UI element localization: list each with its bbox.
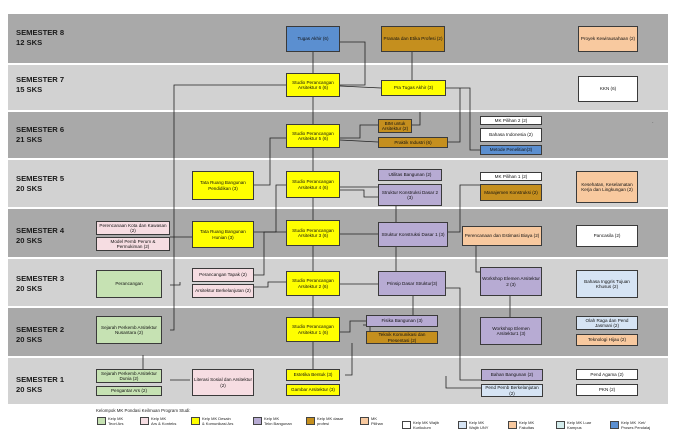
semester-label-5: SEMESTER 5 20 SKS	[16, 174, 65, 193]
legend-item-mk-pilihan: MK Pilihan	[360, 416, 384, 426]
course-bahasa-indonesia: Bahasa Indonesia (2)	[480, 128, 542, 142]
course-metode-penelitian: Metode Penelitian(3)	[480, 145, 542, 155]
course-tata-ruang-hunian: Tata Ruang Bangunan Hunian (3)	[192, 221, 254, 248]
legend-title: Kelompok MK Pondasi Keilmuan Program Stu…	[96, 408, 191, 413]
course-tata-ruang-pendidikan: Tata Ruang Bangunan Pendidikan (3)	[192, 171, 254, 200]
semester-label-2: SEMESTER 2 20 SKS	[16, 325, 65, 344]
course-bahan-bangunan: Bahan Bangunan (2)	[481, 369, 543, 381]
course-pancasila: Pancasila (2)	[576, 225, 638, 247]
legend-swatch	[97, 417, 106, 425]
course-bim-arsitektur: BIM untuk Arsitektur (2)	[378, 119, 412, 133]
legend-item-tekn-bangunan: Kelp MK Tekn Bangunan	[253, 416, 292, 426]
legend-swatch	[508, 421, 517, 429]
course-mk-pilihan-2: MK Pilihan 2 (2)	[480, 116, 542, 125]
course-pend-agama: Pend Agama (2)	[576, 369, 638, 380]
legend-item-proses-pendalaman: Kelp MK Ket/ Proses Pendalaj	[610, 420, 651, 430]
course-tugas-akhir: Tugas Akhir (6)	[286, 26, 340, 52]
course-pranata-etika-profesi: Pranata dan Etika Profesi (2)	[381, 26, 445, 52]
legend-item-ars-konteks: Kelp MK Ars & Konteks	[140, 416, 177, 426]
course-model-pemb-perum: Model Pemb Perum & Permukiman (2)	[96, 237, 170, 251]
legend-item-wajib-kurikulum: Kelp MK Wajib Kurikulum	[402, 420, 440, 430]
course-perancangan: Perancangan	[96, 270, 162, 298]
course-struktur-konstruksi-1: Struktur Konstruksi Dasar 1 (3)	[378, 222, 448, 247]
legend-label: Kelp MK Teori Ars	[108, 416, 124, 426]
legend-label: MK Pilihan	[371, 416, 384, 426]
course-studio-perancangan-2: Studio Perancangan Arsitektur 2 (6)	[286, 271, 340, 296]
course-arsitektur-berkelanjutan: Arsitektur Berkelanjutan (2)	[192, 284, 254, 298]
legend-label: Kelp MK Wajib UNY	[469, 420, 489, 430]
legend-item-luar-kampus: Kelp MK Luar Kampus	[556, 420, 592, 430]
course-gambar-arsitektur: Gambar Arsitektur (3)	[286, 384, 340, 396]
course-teknologi-hijau: Teknologi Hijau (2)	[576, 334, 638, 346]
course-estimasi-biaya: Perencanaan dan Estimasi Biaya (2)	[462, 226, 542, 246]
course-k3-lingkungan: Kesehatan, Keselamatan Kerja dan Lingkun…	[576, 171, 638, 203]
semester-label-1: SEMESTER 1 20 SKS	[16, 375, 65, 394]
course-studio-perancangan-3: Studio Perancangan Arsitektur 3 (6)	[286, 220, 340, 246]
course-pend-pemb-berkelanjutan: Pend Pemb Berkelanjutan (2)	[481, 384, 543, 397]
course-teknik-komunikasi: Teknik Komunikasi dan Presentasi (2)	[366, 331, 438, 344]
course-estetika-bentuk: Estetika Bentuk (3)	[286, 369, 340, 381]
course-literasi-sosial: Literasi Sosial dan Arsitektur (2)	[192, 369, 254, 396]
semester-label-4: SEMESTER 4 20 SKS	[16, 226, 65, 245]
course-kkn: KKN (6)	[578, 76, 638, 102]
legend-label: Kelp MK Luar Kampus	[567, 420, 592, 430]
course-pra-tugas-akhir: Pra Tugas Akhir (3)	[381, 80, 446, 96]
legend-swatch	[610, 421, 619, 429]
legend-panel	[92, 406, 668, 442]
course-pengantar-arsitektur: Pengantar Ars (2)	[96, 386, 162, 396]
legend-label: Kelp MK Tekn Bangunan	[264, 416, 292, 426]
course-studio-perancangan-5: Studio Perancangan Arsitektur 5 (6)	[286, 124, 340, 148]
semester-label-6: SEMESTER 6 21 SKS	[16, 125, 65, 144]
legend-swatch	[556, 421, 565, 429]
course-sejarah-arsitektur-nusantara: Sejarah Perkemb Arsitektur Nusantara (2)	[96, 316, 162, 344]
semester-label-7: SEMESTER 7 15 SKS	[16, 75, 65, 94]
legend-swatch	[140, 417, 149, 425]
legend-label: Kelp MK Fakultas	[519, 420, 535, 430]
course-mk-pilihan-1: MK Pilihan 1 (2)	[480, 172, 542, 181]
course-studio-perancangan-4: Studio Perancangan Arsitektur 4 (6)	[286, 171, 340, 198]
course-proyek-kewirausahaan: Proyek Kewirausahaan (2)	[578, 26, 638, 52]
course-pkn: PKN (2)	[576, 384, 638, 396]
course-bahasa-inggris: Bahasa Inggris Tujuan Khusus (2)	[576, 270, 638, 298]
legend-item-teori-ars: Kelp MK Teori Ars	[97, 416, 124, 426]
course-studio-perancangan-1: Studio Perancangan Arsitektur 1 (6)	[286, 317, 340, 342]
legend-swatch	[458, 421, 467, 429]
legend-item-wajib-uny: Kelp MK Wajib UNY	[458, 420, 489, 430]
course-workshop-elemen-2: Workshop Elemen Arsitektur 2 (3)	[480, 267, 542, 296]
course-olahraga-jasmani: Olah Raga dan Pend Jasmani (2)	[576, 316, 638, 330]
course-workshop-elemen-1: Workshop Elemen Arsitektur1 (3)	[480, 317, 542, 345]
legend-swatch	[253, 417, 262, 425]
course-manajemen-konstruksi: Manajemen Konstruksi (2)	[480, 184, 542, 201]
course-perancangan-tapak: Perancangan Tapak (2)	[192, 268, 254, 282]
course-studio-perancangan-6: Studio Perancangan Arsitektur 6 (6)	[286, 73, 340, 97]
course-utilitas-bangunan: Utilitas Bangunan (2)	[378, 169, 442, 181]
course-prinsip-dasar-struktur: Prinsip Dasar Struktur(3)	[378, 271, 446, 296]
legend-item-fakultas: Kelp MK Fakultas	[508, 420, 535, 430]
legend-label: Kelp MK dasar profesi	[317, 416, 344, 426]
legend-label: Kelp MK Ket/ Proses Pendalaj	[621, 420, 651, 430]
legend-label: Kelp MK Desain & Komunikasi Ars	[202, 416, 234, 426]
course-perencanaan-kota: Perencanaan Kota dan Kawasan (2)	[96, 221, 170, 235]
legend-swatch	[402, 421, 411, 429]
course-fisika-bangunan: Fisika Bangunan (3)	[366, 315, 438, 327]
legend-item-dasar-profesi: Kelp MK dasar profesi	[306, 416, 344, 426]
course-struktur-konstruksi-2: Struktur Konstruksi Dasar 2 (3)	[378, 184, 442, 206]
course-sejarah-arsitektur-dunia: Sejarah Perkemb Arsitektur Dunia (2)	[96, 369, 162, 383]
legend-label: Kelp MK Ars & Konteks	[151, 416, 177, 426]
legend-label: Kelp MK Wajib Kurikulum	[413, 420, 440, 430]
legend-item-desain-komunikasi: Kelp MK Desain & Komunikasi Ars	[191, 416, 234, 426]
semester-label-3: SEMESTER 3 20 SKS	[16, 274, 65, 293]
legend-swatch	[306, 417, 315, 425]
legend-swatch	[360, 417, 369, 425]
semester-label-8: SEMESTER 8 12 SKS	[16, 28, 65, 47]
legend-swatch	[191, 417, 200, 425]
stray-mark: ·	[652, 120, 654, 126]
course-praktik-industri: Praktik Industri (6)	[378, 137, 448, 148]
